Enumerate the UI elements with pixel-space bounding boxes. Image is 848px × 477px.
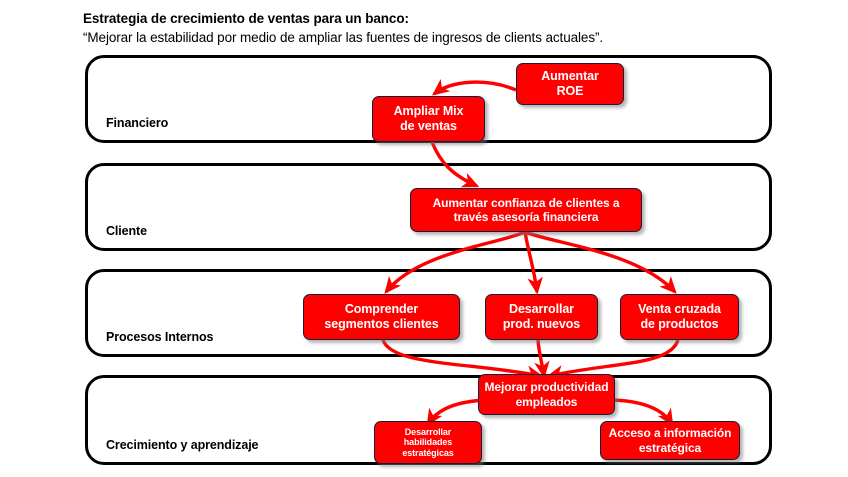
objective-mejorar-productividad[interactable]: Mejorar productividad empleados — [478, 374, 615, 415]
arrow-desarrollar-to-productividad — [534, 339, 550, 379]
objective-line-1: Ampliar Mix — [393, 104, 464, 119]
objective-line-1: Venta cruzada — [638, 302, 721, 317]
objective-comprender-segmentos-text: Comprender segmentos clientes — [308, 302, 455, 332]
objective-line-1: Desarrollar — [404, 426, 452, 437]
objective-line-2: prod. nuevos — [502, 317, 581, 331]
arrow-comprender-to-productividad — [381, 339, 544, 381]
objective-line-2: habilidades — [403, 437, 453, 448]
perspective-label-crecimiento: Crecimiento y aprendizaje — [106, 438, 259, 452]
objective-ampliar-mix[interactable]: Ampliar Mix de ventas — [372, 96, 485, 142]
objective-confianza-clientes[interactable]: Aumentar confianza de clientes a través … — [410, 188, 642, 232]
arrow-confianza-to-comprender — [384, 230, 526, 294]
objective-aumentar-roe-text: Aumentar ROE — [521, 69, 619, 99]
page-title: Estrategia de crecimiento de ventas para… — [83, 11, 409, 26]
arrow-confianza-to-venta — [524, 230, 677, 294]
objective-ampliar-mix-text: Ampliar Mix de ventas — [377, 104, 480, 134]
objective-line-2: estratégica — [638, 440, 702, 455]
objective-mejorar-productividad-text: Mejorar productividad empleados — [483, 380, 610, 408]
objective-line-1: Mejorar productividad — [484, 380, 609, 395]
objective-line-2: de ventas — [400, 119, 457, 133]
objective-line-1: Aumentar confianza de clientes a — [432, 195, 620, 210]
objective-comprender-segmentos[interactable]: Comprender segmentos clientes — [303, 294, 460, 340]
arrow-roe-to-mix — [432, 78, 517, 96]
objective-aumentar-roe[interactable]: Aumentar ROE — [516, 63, 624, 105]
objective-habilidades-estrategicas[interactable]: Desarrollar habilidades estratégicas — [374, 421, 482, 464]
title-block: Estrategia de crecimiento de ventas para… — [83, 10, 783, 47]
objective-line-1: Comprender — [344, 302, 419, 317]
objective-confianza-clientes-text: Aumentar confianza de clientes a través … — [415, 196, 637, 224]
objective-desarrollar-productos-text: Desarrollar prod. nuevos — [490, 302, 593, 332]
objective-desarrollar-productos[interactable]: Desarrollar prod. nuevos — [485, 294, 598, 340]
objective-venta-cruzada[interactable]: Venta cruzada de productos — [620, 294, 739, 340]
objective-acceso-informacion[interactable]: Acceso a información estratégica — [600, 421, 740, 460]
perspective-label-procesos: Procesos Internos — [106, 330, 214, 344]
objective-line-2: de productos — [640, 317, 719, 331]
objective-line-3: estratégicas — [402, 447, 454, 458]
perspective-label-cliente: Cliente — [106, 224, 147, 238]
objective-venta-cruzada-text: Venta cruzada de productos — [625, 302, 734, 332]
page-subtitle: “Mejorar la estabilidad por medio de amp… — [83, 30, 604, 45]
objective-line-2: segmentos clientes — [324, 317, 439, 331]
arrow-confianza-to-desarrollar — [523, 231, 543, 295]
perspective-label-financiero: Financiero — [106, 116, 169, 130]
objective-line-2: través asesoría financiera — [453, 210, 599, 224]
objective-line-1: Acceso a información — [608, 426, 732, 441]
objective-line-1: Desarrollar — [509, 302, 574, 317]
objective-line-2: ROE — [556, 84, 584, 98]
objective-habilidades-estrategicas-text: Desarrollar habilidades estratégicas — [379, 427, 477, 459]
objective-line-1: Aumentar — [541, 69, 599, 84]
objective-line-2: empleados — [515, 394, 578, 409]
arrow-venta-to-productividad — [546, 339, 680, 381]
arrow-productividad-to-acceso — [612, 398, 674, 427]
arrow-mix-to-confianza — [430, 141, 480, 188]
objective-acceso-informacion-text: Acceso a información estratégica — [605, 426, 735, 454]
